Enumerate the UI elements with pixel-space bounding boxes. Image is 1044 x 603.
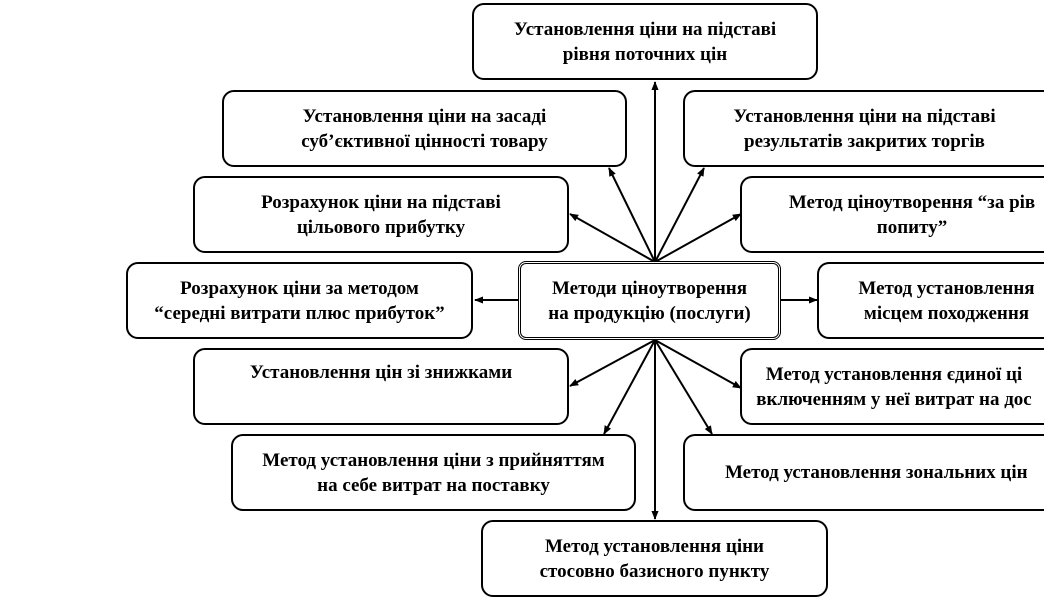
method-label-lower-right: Метод установлення зональних цін — [725, 462, 1028, 483]
method-label-mid-right-upper: Метод ціноутворення “за рів попиту” — [788, 191, 1036, 238]
arrow-to-lower-right — [654, 339, 713, 435]
method-box-upper-left: Установлення ціни на засаді суб’єктивної… — [222, 90, 627, 167]
method-box-lower-right: Метод установлення зональних цін — [683, 434, 1044, 511]
method-box-right: Метод установлення місцем походження — [817, 262, 1044, 339]
method-label-left: Розрахунок ціни за методом “середні витр… — [154, 277, 445, 324]
method-box-mid-left-upper: Розрахунок ціни на підставі цільового пр… — [193, 176, 569, 253]
method-label-top: Установлення ціни на підставі рівня пото… — [513, 18, 777, 65]
method-label-lower-left: Метод установлення ціни з прийняттям на … — [262, 449, 605, 496]
arrow-to-mid-right-lower — [654, 339, 742, 389]
method-box-mid-right-upper: Метод ціноутворення “за рів попиту” — [740, 176, 1044, 253]
method-label-upper-left: Установлення ціни на засаді суб’єктивної… — [301, 105, 548, 152]
method-label-mid-left-upper: Розрахунок ціни на підставі цільового пр… — [261, 191, 501, 238]
method-box-bottom: Метод установлення ціни стосовно базисно… — [481, 520, 828, 597]
center-box: Методи ціноутворення на продукцію (послу… — [518, 261, 781, 340]
arrow-to-lower-left — [603, 339, 656, 435]
method-box-upper-right: Установлення ціни на підставі результаті… — [683, 90, 1044, 167]
method-label-mid-left-lower: Установлення цін зі знижками — [249, 362, 513, 383]
method-box-top: Установлення ціни на підставі рівня пото… — [472, 3, 818, 80]
method-label-right: Метод установлення місцем походження — [858, 277, 1035, 324]
method-box-lower-left: Метод установлення ціни з прийняттям на … — [231, 434, 636, 511]
method-label-upper-right: Установлення ціни на підставі результаті… — [733, 105, 996, 152]
method-box-mid-left-lower: Установлення цін зі знижками — [193, 348, 569, 425]
method-box-left: Розрахунок ціни за методом “середні витр… — [126, 262, 473, 339]
arrow-to-mid-right-upper — [654, 213, 742, 263]
method-label-bottom: Метод установлення ціни стосовно базисно… — [539, 535, 770, 582]
arrow-to-mid-left-lower — [569, 339, 656, 387]
method-label-mid-right-lower: Метод установлення єдиної ці включенням … — [756, 363, 1032, 410]
arrow-to-upper-right — [654, 167, 705, 263]
center-label: Методи ціноутворення на продукцію (послу… — [548, 277, 751, 324]
arrow-to-mid-left-upper — [569, 213, 656, 263]
arrow-to-upper-left — [608, 167, 656, 263]
method-box-mid-right-lower: Метод установлення єдиної ці включенням … — [740, 348, 1044, 425]
